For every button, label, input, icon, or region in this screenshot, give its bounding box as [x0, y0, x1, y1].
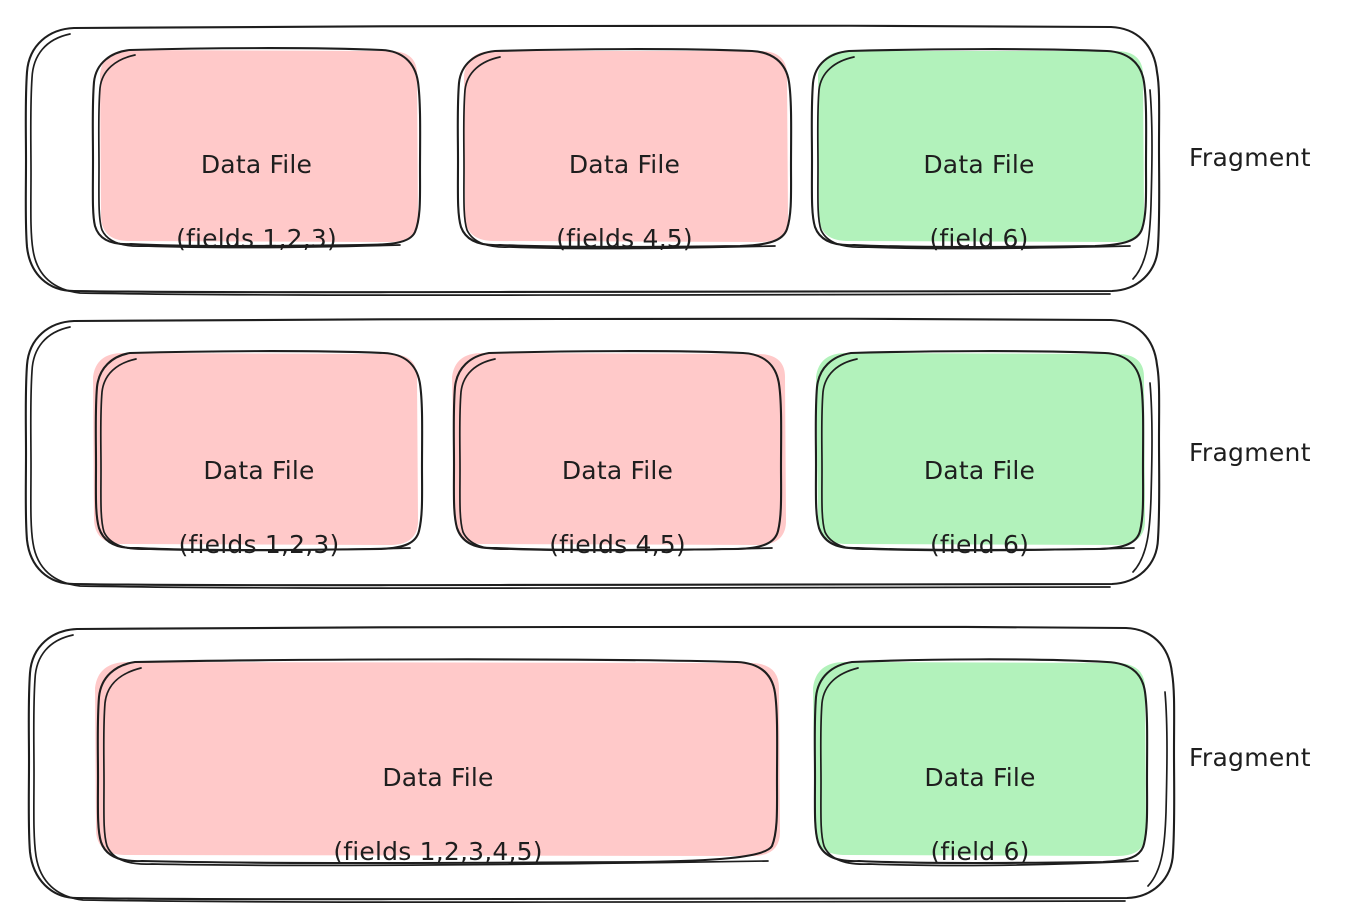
data-file-box-2-3[interactable] [814, 350, 1146, 552]
data-file-box-1-3[interactable] [810, 48, 1148, 250]
data-file-box-2-1[interactable] [93, 350, 424, 552]
fragment-label-1: Fragment [1189, 143, 1311, 172]
data-file-box-2-2[interactable] [452, 350, 787, 552]
data-file-box-1-1[interactable] [91, 47, 422, 249]
fragment-label-3: Fragment [1189, 743, 1311, 772]
data-file-box-3-1[interactable] [95, 658, 781, 867]
data-file-box-3-2[interactable] [813, 658, 1149, 867]
fragment-label-2: Fragment [1189, 438, 1311, 467]
data-file-box-1-2[interactable] [456, 48, 793, 250]
